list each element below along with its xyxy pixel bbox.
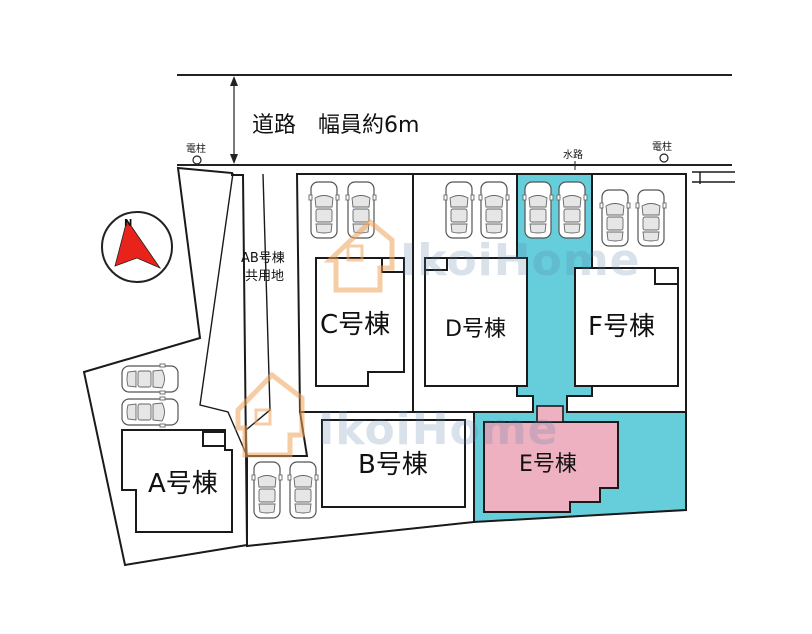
svg-text:共用地: 共用地 xyxy=(245,269,284,284)
waterway-channel xyxy=(692,171,735,184)
pole-icon xyxy=(192,155,202,165)
house-e-label: E号棟 xyxy=(519,452,577,477)
pole-icon xyxy=(659,153,669,163)
road-label: 道路 幅員約6m xyxy=(252,113,419,138)
house-c-label: C号棟 xyxy=(320,310,390,340)
north-label: N xyxy=(124,218,132,229)
house-e: E号棟 xyxy=(483,405,619,513)
svg-text:電柱: 電柱 xyxy=(186,142,206,155)
house-b: B号棟 xyxy=(321,419,466,508)
waterway: 水路 xyxy=(563,148,583,170)
utility-pole-left: 電柱 xyxy=(186,142,206,165)
north-arrow-icon xyxy=(114,219,162,269)
watermark-house-icon xyxy=(323,218,395,293)
svg-text:電柱: 電柱 xyxy=(652,140,672,153)
waterway-label: 水路 xyxy=(563,148,583,161)
house-f: F号棟 xyxy=(574,267,679,387)
house-b-label: B号棟 xyxy=(358,450,428,480)
house-d: D号棟 xyxy=(424,257,528,387)
utility-pole-right: 電柱 xyxy=(652,140,672,163)
house-f-label: F号棟 xyxy=(588,312,655,342)
svg-text:AB号棟: AB号棟 xyxy=(241,251,285,266)
watermark-top: IkoiHome xyxy=(323,218,641,293)
house-c: C号棟 xyxy=(315,257,405,387)
house-a: A号棟 xyxy=(121,429,233,533)
house-d-label: D号棟 xyxy=(445,317,506,342)
compass: N xyxy=(101,211,173,283)
watermark-house-icon xyxy=(235,371,305,458)
house-a-label: A号棟 xyxy=(148,469,218,499)
watermark-bottom: IkoiHome xyxy=(235,371,559,458)
house-e-body xyxy=(483,421,619,513)
shared-land-label: AB号棟 共用地 xyxy=(241,251,285,284)
road: 道路 幅員約6m xyxy=(177,74,732,166)
svg-text:IkoiHome: IkoiHome xyxy=(318,404,559,455)
svg-text:IkoiHome: IkoiHome xyxy=(400,235,641,286)
